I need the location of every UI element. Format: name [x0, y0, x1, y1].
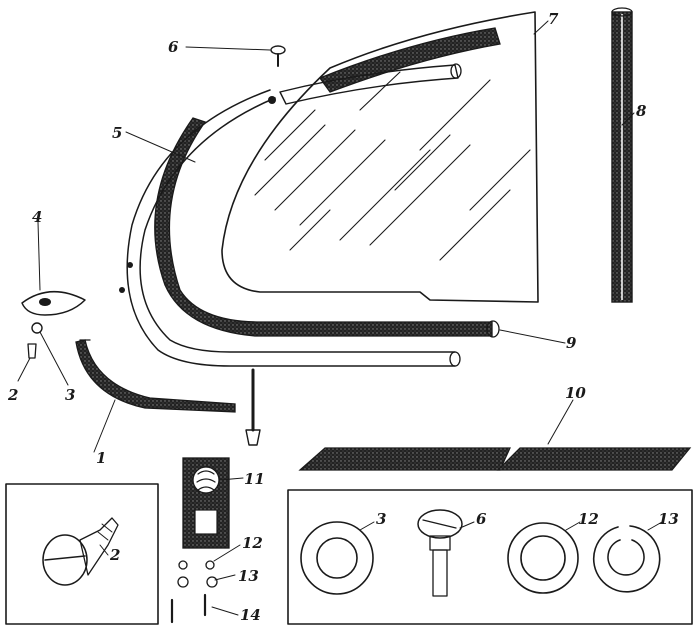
inset-right-label-13: 13 — [658, 510, 679, 528]
inset-right — [287, 489, 693, 625]
window-frame — [119, 63, 462, 367]
label-part-5: 5 — [112, 124, 122, 142]
washers-screws — [170, 560, 218, 624]
label-part-7: 7 — [548, 10, 559, 28]
leader-lines — [17, 20, 663, 616]
felt-strip — [298, 447, 692, 471]
label-part-6: 6 — [168, 38, 179, 56]
label-part-3: 3 — [65, 386, 75, 404]
inset-right-label-6: 6 — [476, 510, 487, 528]
inset-right-label-3: 3 — [376, 510, 386, 528]
felt-channel — [154, 117, 500, 338]
latch-handle — [21, 290, 86, 359]
inset-left — [5, 483, 159, 625]
inset-right-label-12: 12 — [578, 510, 599, 528]
label-part-13: 13 — [238, 567, 259, 585]
label-part-8: 8 — [636, 102, 647, 120]
inset-left-label: 2 — [109, 546, 120, 564]
regulator-block — [182, 457, 230, 549]
label-part-4: 4 — [32, 208, 42, 226]
glass-top-seal — [318, 27, 501, 93]
label-part-12: 12 — [242, 534, 263, 552]
label-part-10: 10 — [565, 384, 586, 402]
label-part-1: 1 — [96, 449, 106, 467]
support-rod — [245, 368, 261, 446]
label-part-14: 14 — [240, 606, 261, 624]
screw-small — [270, 45, 286, 67]
window-glass — [221, 11, 539, 303]
label-part-11: 11 — [244, 470, 265, 488]
label-part-9: 9 — [566, 334, 577, 352]
corner-bracket — [75, 339, 236, 413]
weatherstrip — [611, 7, 633, 303]
label-part-2: 2 — [7, 386, 18, 404]
